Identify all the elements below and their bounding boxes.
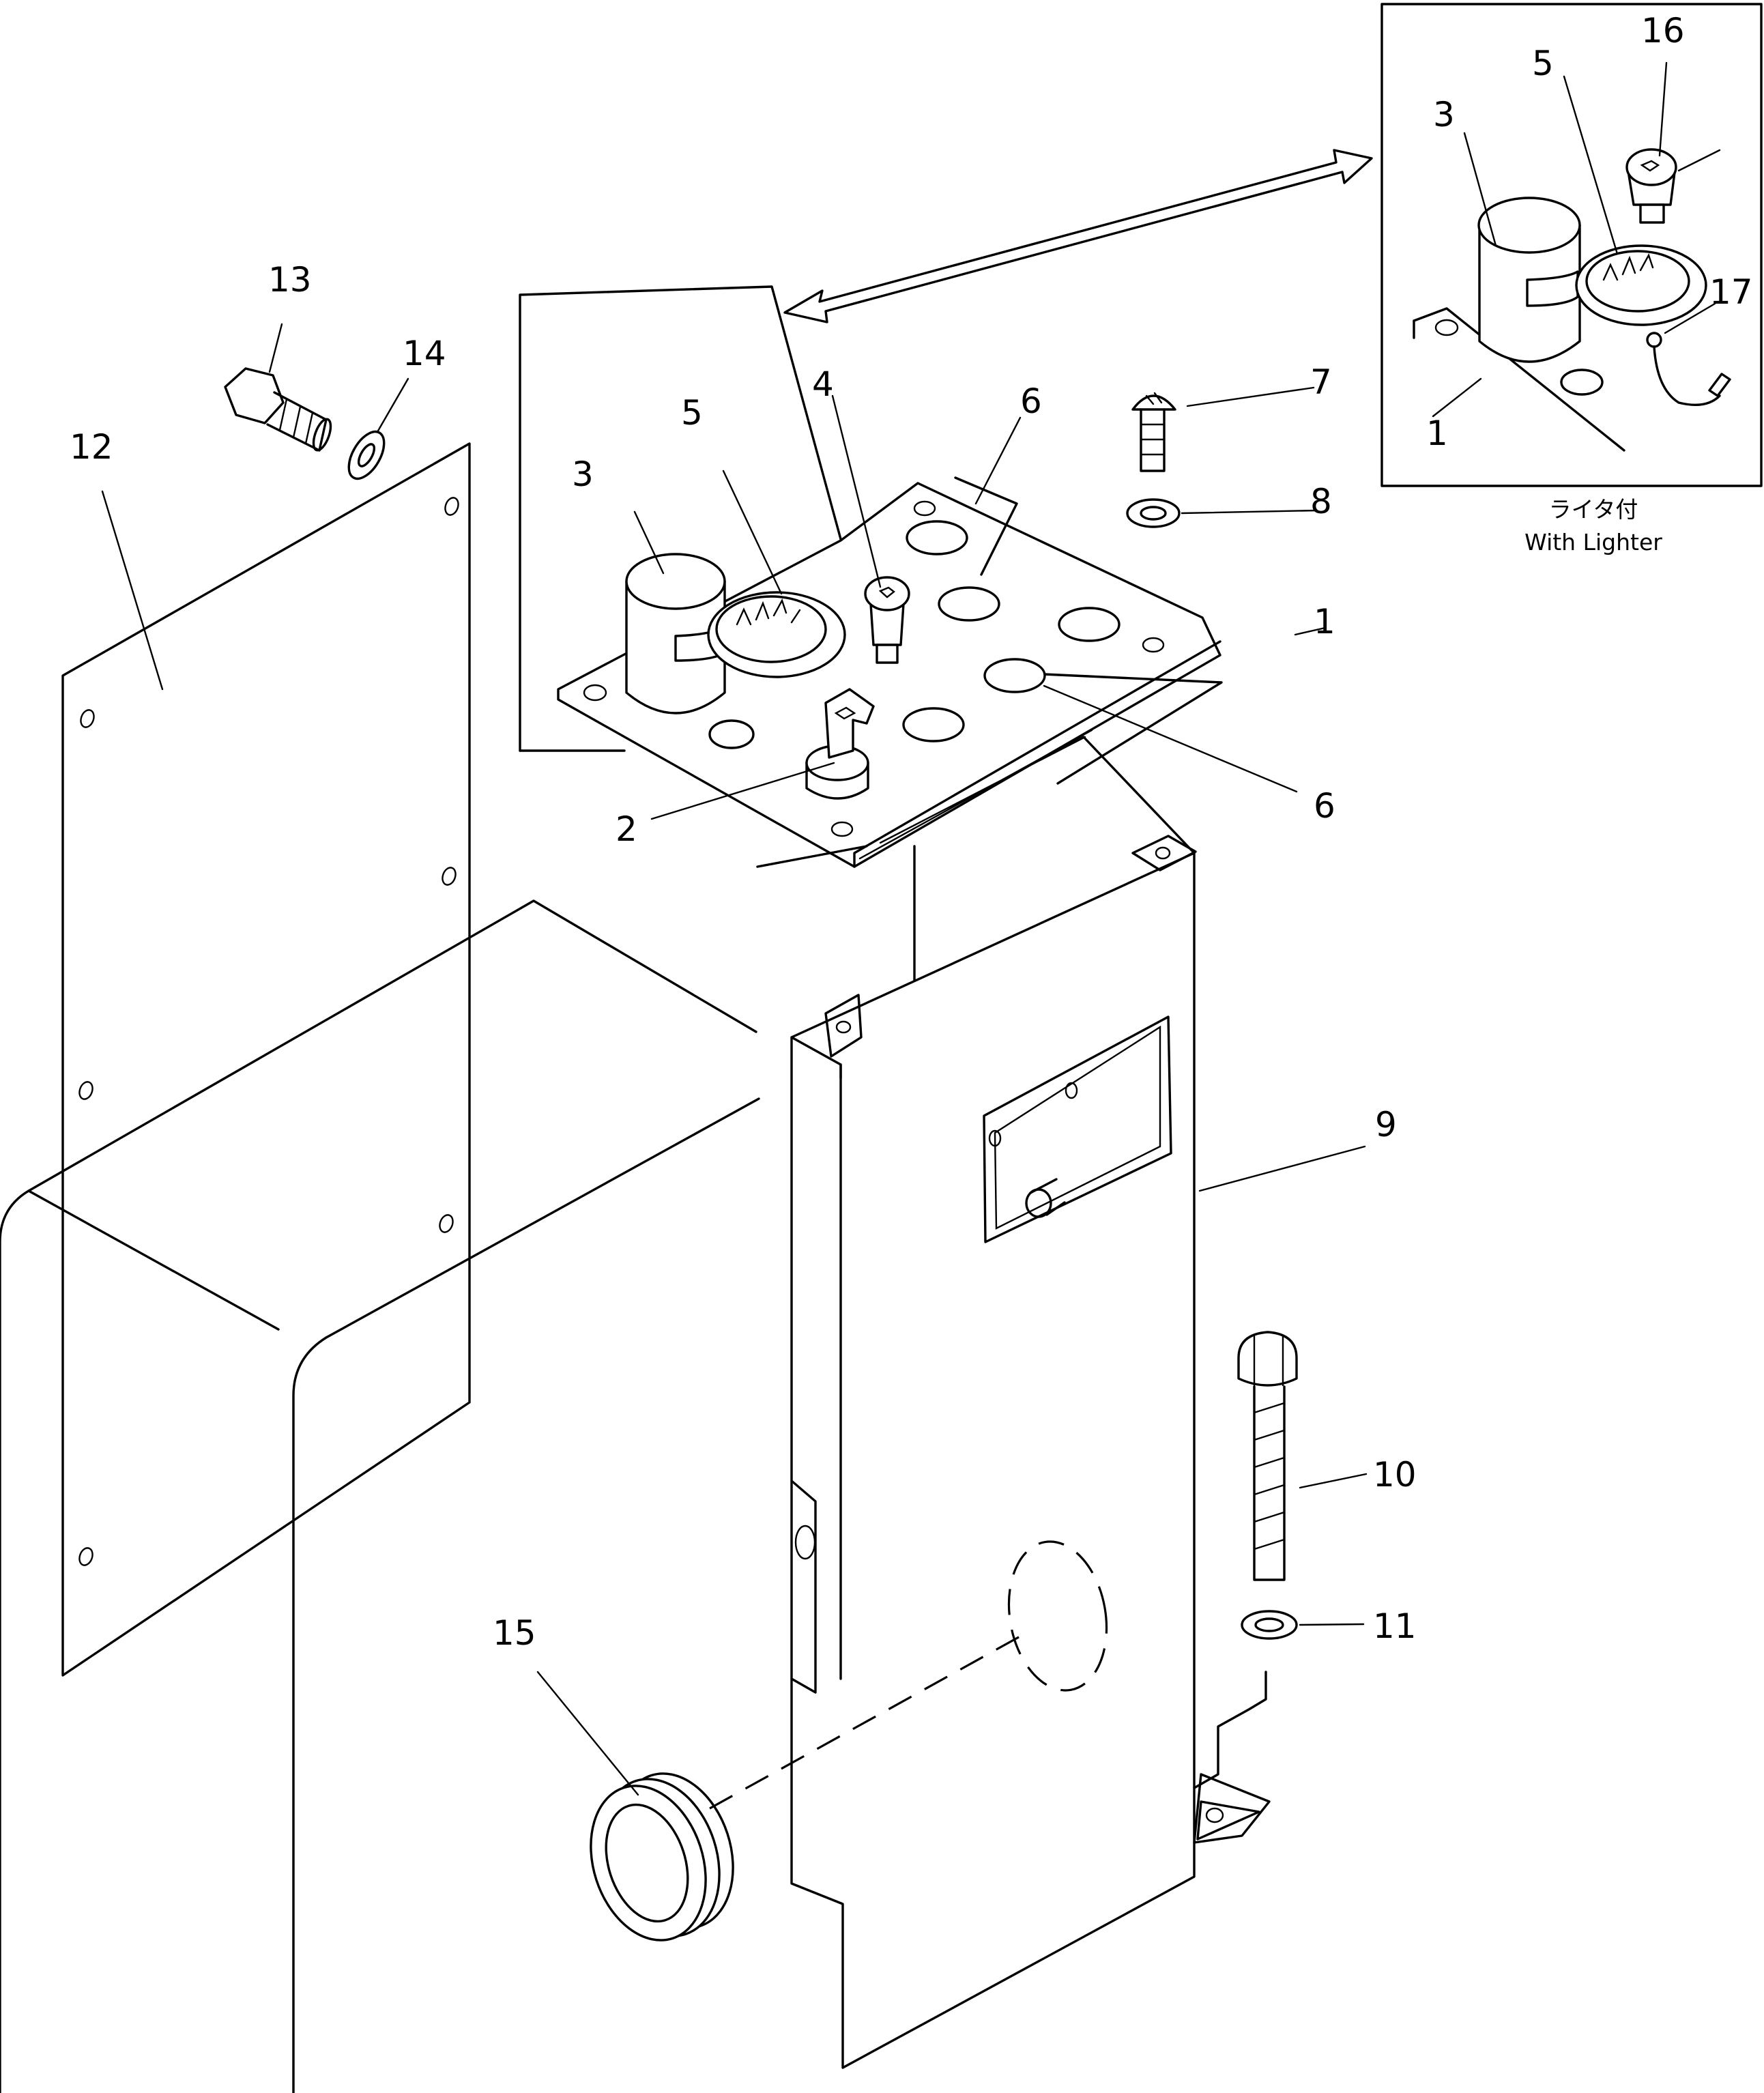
callout-numbers: 1 2 3 4 5 6 6 7 8 9 10 11 12 13 14 15 1 … <box>70 11 1753 1653</box>
callout-8: 8 <box>1310 482 1332 521</box>
callout-3: 3 <box>572 454 594 494</box>
callout-2: 2 <box>616 809 637 849</box>
inset-caption-japanese: ライタ付 <box>1549 496 1638 523</box>
callout-6-top: 6 <box>1020 381 1042 421</box>
lighter-cord-17 <box>1646 332 1731 407</box>
callout-11: 11 <box>1373 1606 1417 1646</box>
bolt-13 <box>224 367 332 452</box>
inset-callout-17: 17 <box>1709 272 1753 312</box>
callout-15: 15 <box>493 1613 536 1653</box>
lighter-16 <box>1625 148 1677 224</box>
blank-cap-6 <box>902 520 1120 742</box>
washer-11 <box>1241 1610 1298 1640</box>
inset-callout-1: 1 <box>1426 414 1448 453</box>
callout-12: 12 <box>70 427 113 467</box>
screw-7 <box>1131 392 1176 472</box>
inset-callout-16: 16 <box>1641 11 1685 50</box>
callout-1: 1 <box>1314 602 1335 641</box>
callout-7: 7 <box>1310 362 1332 402</box>
key-switch-2 <box>805 688 875 800</box>
callout-13: 13 <box>268 260 312 300</box>
callout-9: 9 <box>1375 1105 1397 1144</box>
inset-gauge-5 <box>1575 244 1707 326</box>
inset-callout-3: 3 <box>1433 95 1455 134</box>
bolt-10 <box>1237 1331 1298 1581</box>
callout-4: 4 <box>812 364 834 404</box>
washer-14 <box>347 430 386 480</box>
inset-with-lighter <box>1380 3 1763 487</box>
inset-caption-english: With Lighter <box>1524 529 1662 555</box>
cover-panel-12 <box>61 442 471 1677</box>
double-arrow <box>783 149 1373 323</box>
horn-cylinder-3 <box>625 553 726 714</box>
top-plate-1 <box>519 285 1223 868</box>
switch-4 <box>864 576 910 664</box>
callout-14: 14 <box>403 334 446 373</box>
callout-5: 5 <box>681 393 703 433</box>
washer-8 <box>1126 498 1181 528</box>
inset-cylinder-3 <box>1477 197 1581 363</box>
inset-callout-5: 5 <box>1532 44 1554 83</box>
gauge-5 <box>707 591 846 678</box>
callout-10: 10 <box>1373 1455 1417 1495</box>
callout-6-bottom: 6 <box>1314 786 1335 826</box>
leader-lines <box>101 61 1721 1796</box>
grommet-15 <box>590 1633 1024 1942</box>
